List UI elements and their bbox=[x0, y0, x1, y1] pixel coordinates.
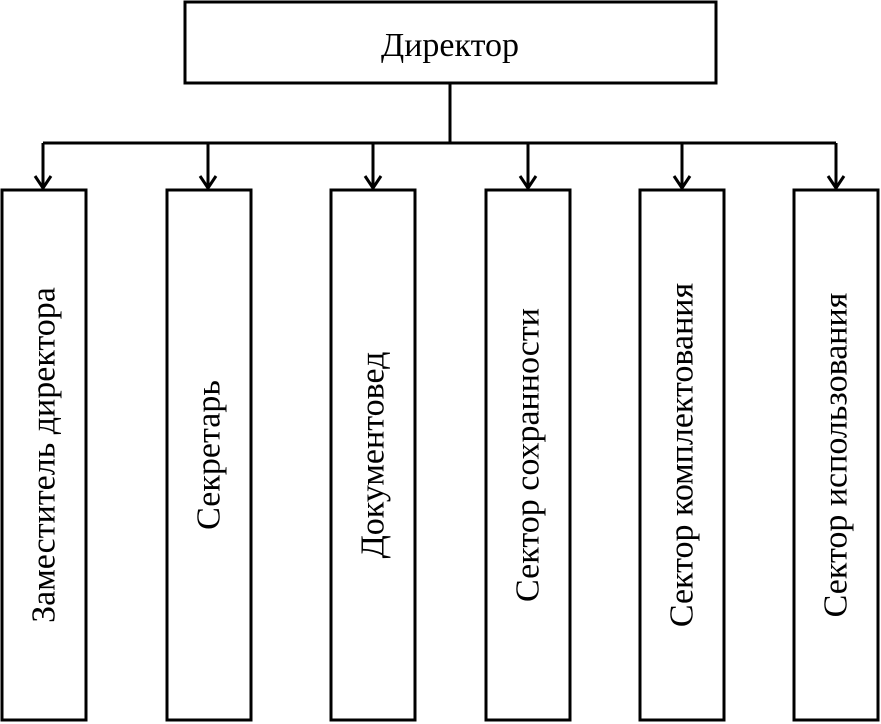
unit-label-secretary: Секретарь bbox=[191, 380, 228, 530]
arrow-down-icon bbox=[363, 175, 383, 191]
unit-label-records-clerk: Документовед bbox=[355, 352, 392, 559]
unit-records-clerk: Документовед bbox=[329, 143, 417, 722]
unit-preservation: Сектор сохранности bbox=[484, 143, 572, 722]
arrow-down-icon bbox=[826, 175, 846, 191]
unit-acquisition: Сектор комплектования bbox=[638, 143, 726, 722]
unit-deputy: Заместитель директора bbox=[0, 143, 88, 722]
unit-label-preservation: Сектор сохранности bbox=[510, 308, 547, 602]
unit-usage: Сектор использования bbox=[792, 143, 880, 722]
unit-secretary: Секретарь bbox=[165, 143, 253, 722]
director-box: Директор bbox=[183, 0, 718, 85]
unit-label-usage: Сектор использования bbox=[818, 292, 855, 617]
director-label: Директор bbox=[381, 27, 519, 64]
arrow-down-icon bbox=[33, 175, 53, 191]
arrow-down-icon bbox=[518, 175, 538, 191]
unit-label-deputy: Заместитель директора bbox=[26, 287, 63, 623]
arrow-down-icon bbox=[672, 175, 692, 191]
arrow-down-icon bbox=[198, 175, 218, 191]
unit-label-acquisition: Сектор комплектования bbox=[664, 283, 701, 628]
